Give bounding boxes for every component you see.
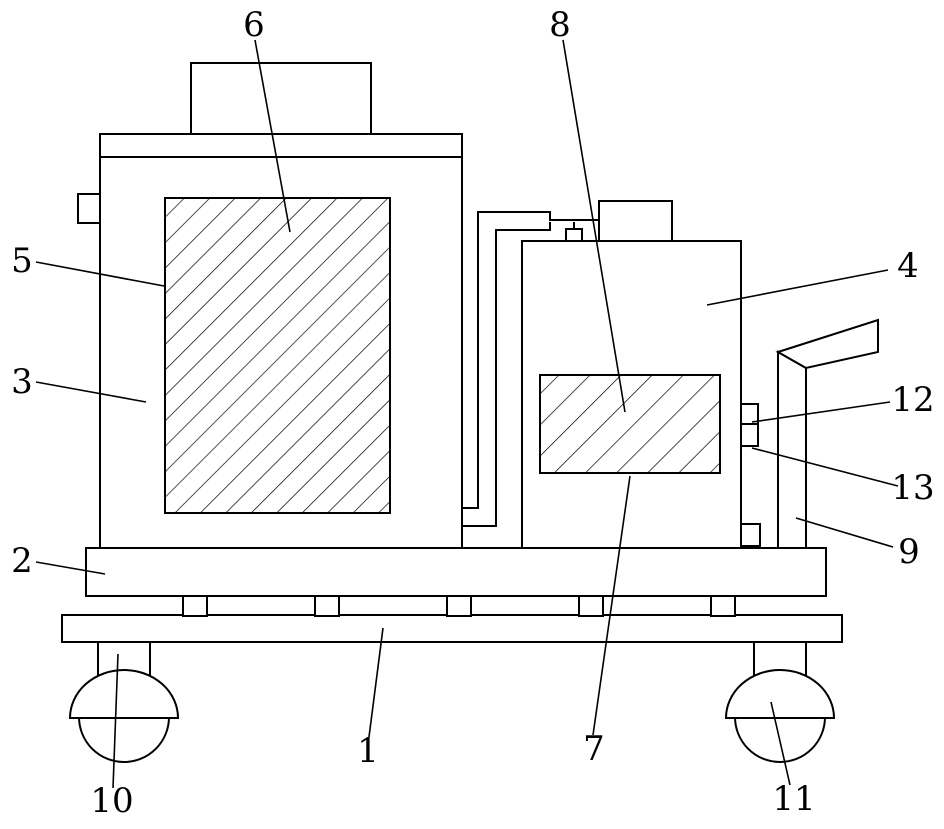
handle xyxy=(775,318,879,549)
hatched-window xyxy=(539,374,721,474)
bottom-fitting xyxy=(740,523,761,547)
label-9: 9 xyxy=(898,532,920,572)
label-10: 10 xyxy=(90,781,133,821)
label-4: 4 xyxy=(897,246,919,286)
label-1: 1 xyxy=(357,731,379,771)
label-6: 6 xyxy=(243,5,265,45)
label-3: 3 xyxy=(11,362,33,402)
top-box xyxy=(190,62,372,135)
label-12: 12 xyxy=(891,380,934,420)
label-7: 7 xyxy=(583,729,605,769)
left-wheel xyxy=(68,639,180,763)
base-platform xyxy=(85,547,827,597)
label-13: 13 xyxy=(891,468,934,508)
hatched-panel xyxy=(164,197,391,514)
support-posts xyxy=(182,595,736,617)
label-11: 11 xyxy=(772,779,815,819)
side-nozzle xyxy=(77,193,101,224)
chassis-plate xyxy=(61,614,843,643)
label-5: 5 xyxy=(11,241,33,281)
pump-box xyxy=(598,200,673,242)
valve xyxy=(565,228,583,242)
label-8: 8 xyxy=(549,5,571,45)
fitting-13 xyxy=(740,423,759,447)
labels: 1 2 3 4 5 6 7 8 9 10 11 12 13 xyxy=(11,5,934,821)
connecting-pipe xyxy=(462,211,600,527)
leader-lines xyxy=(35,39,899,789)
label-2: 2 xyxy=(11,541,33,581)
